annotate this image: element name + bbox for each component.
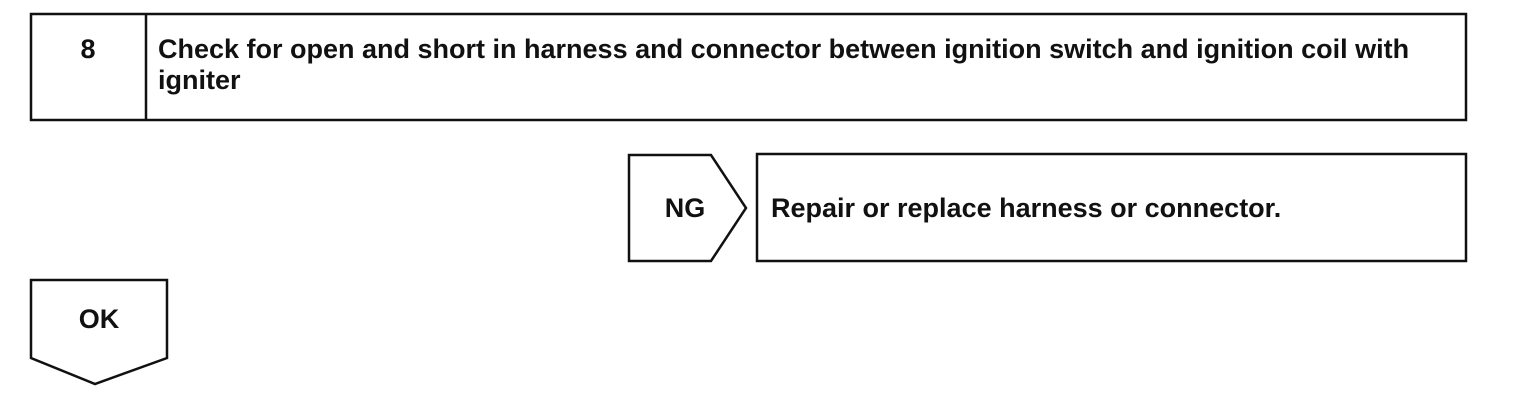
ok-arrow-tag	[29, 278, 169, 386]
ng-label: NG	[664, 193, 706, 223]
ng-arrow-tag	[627, 153, 748, 263]
ng-action-text: Repair or replace harness or connector.	[771, 193, 1282, 223]
step-title: Check for open and short in harness and …	[158, 34, 1410, 95]
step-box	[29, 12, 1468, 122]
ok-label: OK	[78, 304, 120, 334]
step-number: 8	[80, 34, 96, 64]
ng-result-box	[755, 152, 1468, 263]
